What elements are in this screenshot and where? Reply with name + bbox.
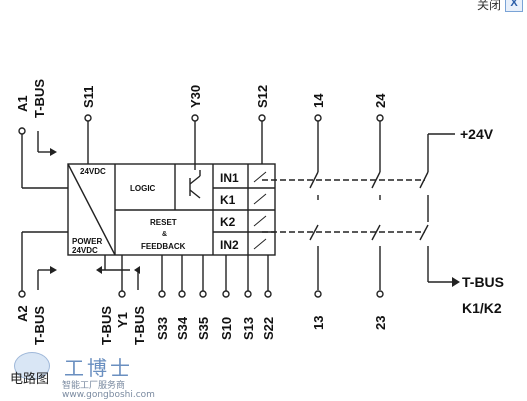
k1k2-label: K1/K2 — [462, 300, 502, 316]
arrow-icon — [50, 148, 57, 156]
terminal-label-13: 13 — [311, 316, 326, 330]
arrow-icon — [50, 266, 57, 274]
terminal-label-s11: S11 — [81, 86, 96, 108]
terminal-label-y1: Y1 — [115, 312, 130, 328]
tbus-output-label: T-BUS — [462, 274, 504, 290]
arrow-icon — [96, 266, 102, 274]
terminal-label-tbus-b1: T-BUS — [32, 306, 47, 345]
terminal-label-14: 14 — [311, 93, 326, 108]
logic-label: LOGIC — [130, 184, 156, 193]
window-topbar: 关闭 X — [437, 0, 527, 14]
supply-label-top: 24VDC — [80, 167, 106, 176]
arrow-icon — [134, 266, 140, 274]
relay-in2-label: IN2 — [220, 238, 239, 252]
relay-k1-label: K1 — [220, 193, 236, 207]
feedback-label: FEEDBACK — [141, 242, 186, 251]
terminal-label-a1: A1 — [15, 95, 30, 112]
watermark: 工博士 智能工厂服务商 www.gongboshi.com 电路图 — [4, 352, 155, 400]
terminal-label-24: 24 — [373, 93, 388, 108]
watermark-subtitle: 智能工厂服务商 — [62, 381, 126, 391]
arrow-icon — [452, 277, 460, 287]
terminal-label-tbus-b3: T-BUS — [132, 306, 147, 345]
terminal-label-y30: Y30 — [188, 85, 203, 108]
watermark-url: www.gongboshi.com — [62, 390, 155, 400]
reset-label: RESET — [150, 218, 177, 227]
reset-amp-label: & — [162, 231, 167, 238]
terminal-label-23: 23 — [373, 316, 388, 330]
terminal-label-s22: S22 — [261, 317, 276, 340]
supply-label-bottom: 24VDC — [72, 246, 98, 255]
close-label[interactable]: 关闭 — [476, 0, 501, 12]
robot-logo-icon — [14, 352, 50, 380]
terminal-label-s10: S10 — [219, 317, 234, 340]
power-label: POWER — [72, 237, 102, 246]
relay-k2-label: K2 — [220, 215, 236, 229]
terminal-label-s33: S33 — [155, 317, 170, 340]
terminal-label-s12: S12 — [255, 85, 270, 108]
terminal-label-s35: S35 — [196, 317, 211, 340]
terminal-label-tbus-b2: T-BUS — [99, 306, 114, 345]
terminal-label-a2: A2 — [15, 305, 30, 322]
terminal-label-s34: S34 — [175, 316, 190, 340]
relay-in1-label: IN1 — [220, 171, 239, 185]
supply-24v-label: +24V — [460, 126, 494, 142]
watermark-site: 电路图 — [10, 372, 50, 387]
watermark-brand: 工博士 — [64, 356, 133, 380]
close-icon[interactable]: X — [505, 0, 523, 12]
terminal-label-tbus: T-BUS — [32, 79, 47, 118]
terminal-label-s13: S13 — [241, 317, 256, 340]
